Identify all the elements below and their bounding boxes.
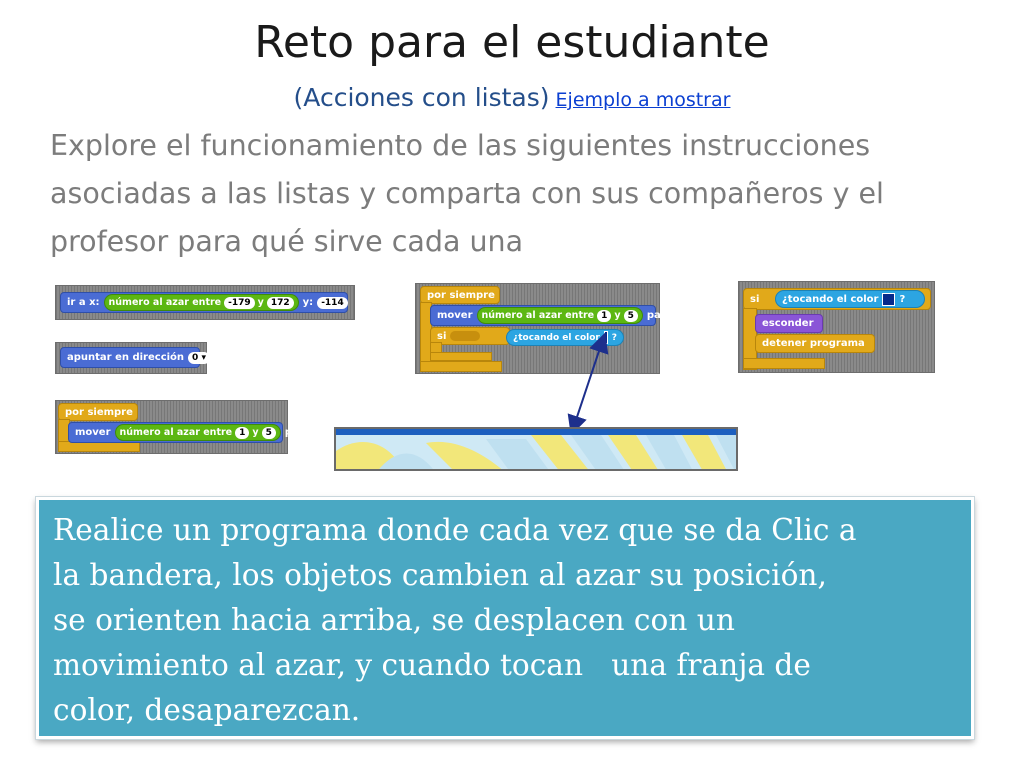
challenge-line-4: movimiento al azar, y cuando tocan una f… — [53, 648, 811, 682]
if-c-foot — [430, 352, 492, 361]
challenge-box: Realice un programa donde cada vez que s… — [35, 496, 975, 740]
slide-subtitle: (Acciones con listas)Ejemplo a mostrar — [0, 80, 1024, 118]
move-block-2[interactable]: mover número al azar entre 1 y 5 pasos — [430, 305, 680, 326]
goto-y-label: y: — [302, 297, 314, 308]
op-label: número al azar entre — [108, 297, 222, 308]
snippet-goto: ir a x: número al azar entre -179 y 172 … — [55, 285, 355, 320]
snippet-point: apuntar en dirección 0 ▾ — [55, 342, 210, 374]
color-swatch[interactable] — [603, 331, 608, 344]
forever-c-foot-2 — [420, 361, 502, 372]
direction-text: 0 — [192, 352, 199, 363]
touching-color-block[interactable]: ¿tocando el color ? — [506, 329, 624, 346]
move-label: mover — [75, 427, 111, 438]
hide-block[interactable]: esconder — [755, 314, 823, 333]
goto-label: ir a x: — [67, 297, 100, 308]
point-label: apuntar en dirección — [67, 352, 185, 363]
steps-label: pasos — [284, 427, 318, 438]
example-link[interactable]: Ejemplo a mostrar — [555, 89, 731, 111]
goto-y-value[interactable]: -114 — [317, 296, 348, 309]
intro-paragraph: Explore el funcionamiento de las siguien… — [50, 129, 884, 258]
op-y: y — [257, 297, 264, 308]
if-label: si — [437, 330, 447, 342]
touching-q-2: ? — [899, 293, 906, 305]
op-y-2: y — [252, 427, 259, 438]
touching-color-block-2[interactable]: ¿tocando el color ? — [775, 290, 925, 308]
snippet-forever-move: por siempre mover número al azar entre 1… — [55, 400, 318, 454]
challenge-line-3: se orienten hacia arriba, se desplacen c… — [53, 603, 735, 637]
if-c-foot-2 — [743, 358, 825, 369]
touching-label: ¿tocando el color — [513, 332, 600, 343]
goto-block[interactable]: ir a x: número al azar entre -179 y 172 … — [60, 292, 348, 313]
random-to-2[interactable]: 5 — [261, 426, 276, 439]
random-operator-3: número al azar entre 1 y 5 — [476, 307, 643, 324]
stop-block[interactable]: detener programa — [755, 334, 875, 353]
touching-label-2: ¿tocando el color — [782, 293, 879, 305]
challenge-line-5: color, desaparezcan. — [53, 693, 361, 727]
subtitle-text: (Acciones con listas) — [293, 83, 550, 112]
op-y-3: y — [614, 310, 621, 321]
challenge-line-1: Realice un programa donde cada vez que s… — [53, 513, 857, 547]
challenge-line-2: la bandera, los objetos cambien al azar … — [53, 558, 827, 592]
touching-q: ? — [611, 332, 617, 343]
snippet-if-touching: si ¿tocando el color ? esconder detener … — [738, 281, 935, 373]
snippet-forever-if: por siempre mover número al azar entre 1… — [415, 283, 680, 374]
random-operator: número al azar entre -179 y 172 — [103, 294, 299, 311]
move-block[interactable]: mover número al azar entre 1 y 5 pasos — [68, 422, 318, 443]
stage-preview — [334, 427, 738, 471]
forever-hat[interactable]: por siempre — [58, 403, 138, 421]
direction-value[interactable]: 0 ▾ — [188, 351, 210, 364]
stage-stripes — [336, 429, 736, 469]
op-label-3: número al azar entre — [481, 310, 595, 321]
random-from[interactable]: -179 — [224, 296, 255, 309]
color-swatch-2[interactable] — [882, 292, 896, 306]
op-label-2: número al azar entre — [119, 427, 233, 438]
random-operator-2: número al azar entre 1 y 5 — [114, 424, 281, 441]
random-to[interactable]: 172 — [266, 296, 294, 309]
forever-hat-2[interactable]: por siempre — [420, 286, 500, 304]
if-slot — [450, 331, 481, 341]
move-label-2: mover — [437, 310, 473, 321]
random-to-3[interactable]: 5 — [623, 309, 638, 322]
if-label-2: si — [750, 293, 760, 305]
random-from-2[interactable]: 1 — [235, 426, 250, 439]
if-block[interactable]: si — [430, 327, 510, 345]
random-from-3[interactable]: 1 — [597, 309, 612, 322]
steps-label-2: pasos — [646, 310, 680, 321]
slide-title: Reto para el estudiante — [254, 17, 770, 68]
point-direction-block[interactable]: apuntar en dirección 0 ▾ — [60, 347, 210, 368]
